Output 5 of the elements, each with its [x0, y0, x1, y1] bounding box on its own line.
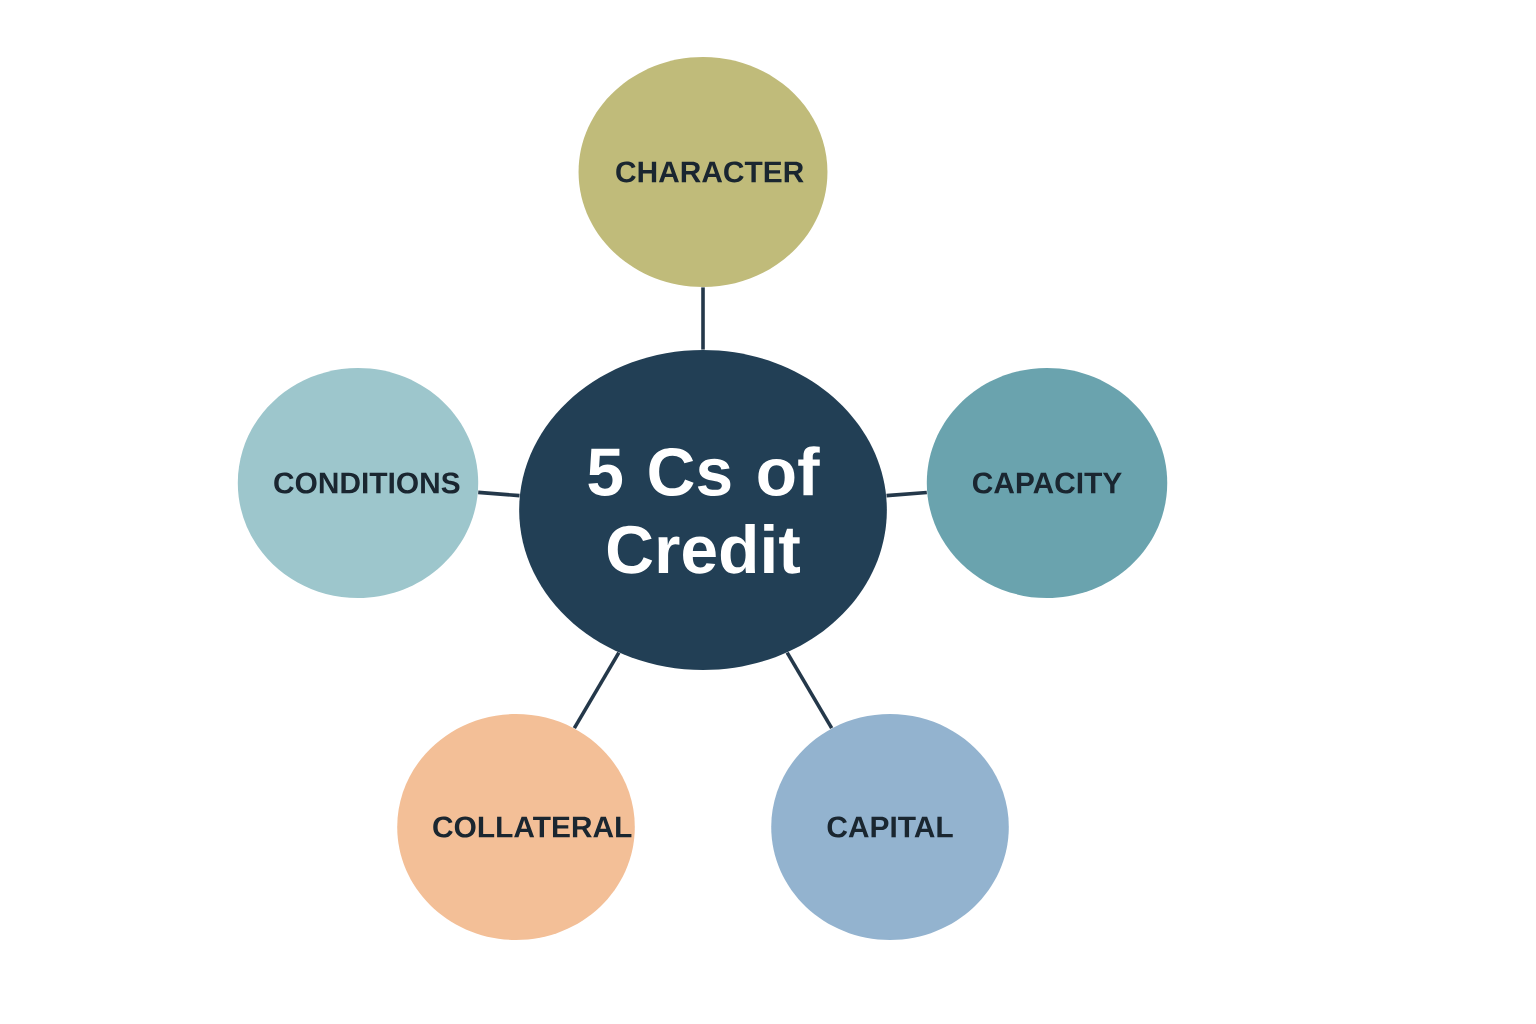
- connector-line: [886, 490, 927, 498]
- connector-line: [701, 287, 705, 350]
- connector-line: [785, 651, 834, 730]
- connector-line: [478, 490, 520, 498]
- connector-line: [572, 651, 621, 730]
